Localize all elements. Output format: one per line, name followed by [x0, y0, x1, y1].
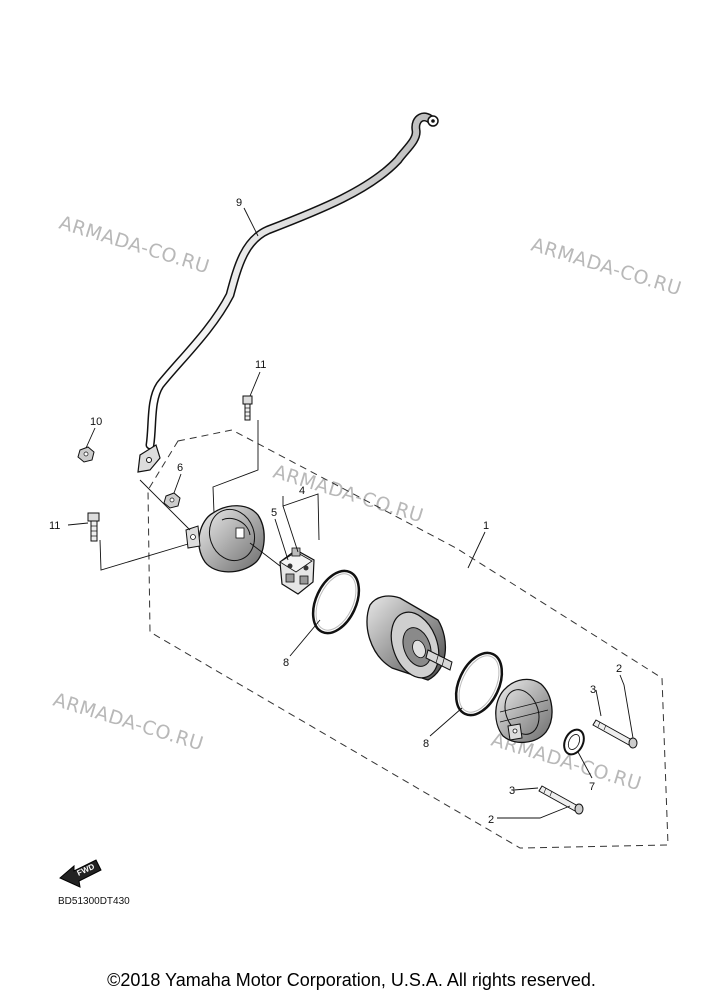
- starter-rear-cover: [495, 678, 553, 743]
- starter-front-cover: [185, 505, 265, 573]
- callout-11-upper: 11: [255, 359, 266, 371]
- callout-1: 1: [483, 520, 489, 532]
- callout-8-upper: 8: [283, 657, 289, 669]
- callout-2-upper: 2: [616, 663, 622, 675]
- watermark: ARMADA-CO.RU: [271, 461, 427, 528]
- callout-7: 7: [589, 781, 595, 793]
- watermark: ARMADA-CO.RU: [57, 212, 213, 279]
- callout-10: 10: [90, 416, 102, 428]
- brush-holder: [279, 547, 315, 595]
- watermark: ARMADA-CO.RU: [529, 234, 685, 301]
- callout-8-lower: 8: [423, 738, 429, 750]
- copyright-notice: ©2018 Yamaha Motor Corporation, U.S.A. A…: [107, 970, 596, 990]
- watermark: ARMADA-CO.RU: [51, 689, 207, 756]
- callout-5: 5: [271, 507, 277, 519]
- through-bolt-lower: [538, 785, 584, 815]
- bolt-left: [87, 512, 100, 542]
- battery-cable: [137, 112, 439, 473]
- armature-shaft: [425, 649, 453, 671]
- o-ring-lower: [454, 651, 504, 717]
- forward-arrow-icon: FWD: [59, 859, 102, 888]
- diagram-code: BD51300DT430: [58, 896, 130, 907]
- bolt-upper: [242, 395, 253, 421]
- leader-lines: [67, 207, 634, 819]
- through-bolt-upper: [592, 719, 638, 749]
- callout-2-lower: 2: [488, 814, 494, 826]
- callout-labels: 9 11 10 6 4 5 11 1 8 8 2 3 7 3 2: [49, 197, 622, 826]
- starter-motor-yoke: [366, 595, 453, 681]
- callout-11-left: 11: [49, 520, 60, 532]
- callout-4: 4: [299, 485, 305, 497]
- watermark-layer: ARMADA-CO.RU ARMADA-CO.RU ARMADA-CO.RU A…: [51, 212, 685, 796]
- callout-3-upper: 3: [590, 684, 596, 696]
- callout-6: 6: [177, 462, 183, 474]
- o-ring-upper: [311, 569, 361, 635]
- callout-3-lower: 3: [509, 785, 515, 797]
- callout-9: 9: [236, 197, 242, 209]
